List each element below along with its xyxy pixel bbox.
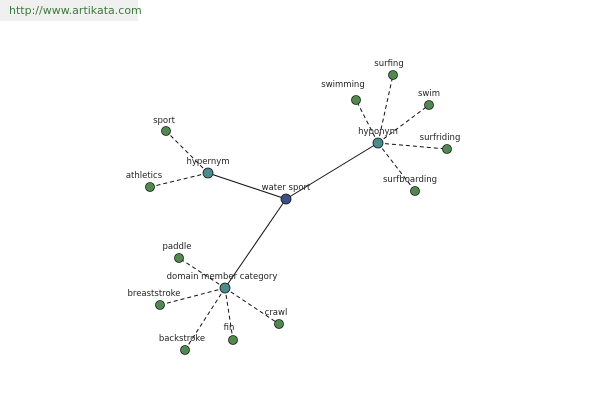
node-label-hypernym[interactable]: hypernym: [186, 157, 229, 167]
node-marker-surfboarding[interactable]: [410, 186, 420, 196]
node-marker-swimming[interactable]: [351, 95, 361, 105]
node-layer: water sport hypernym hyponym domain member …: [126, 59, 461, 355]
node-label-backstroke[interactable]: backstroke: [159, 334, 205, 344]
node-marker-surfriding[interactable]: [442, 144, 452, 154]
node-marker-surfing[interactable]: [388, 70, 398, 80]
node-hyponym[interactable]: hyponym: [358, 127, 398, 149]
node-label-domain-member-category[interactable]: domain member category: [167, 272, 278, 282]
node-label-swimming[interactable]: swimming: [321, 80, 364, 90]
edge-hyponym-swimming: [355, 99, 379, 144]
edge-hyponym-swim: [377, 104, 430, 144]
node-sport[interactable]: sport: [153, 116, 176, 136]
node-surfriding[interactable]: surfriding: [420, 133, 461, 154]
node-fin[interactable]: fin: [224, 323, 238, 345]
node-marker-domain-member-category[interactable]: [219, 282, 231, 294]
edge-hypernym-sport: [165, 130, 209, 174]
node-marker-swim[interactable]: [424, 100, 434, 110]
node-marker-athletics[interactable]: [145, 182, 155, 192]
node-label-surfriding[interactable]: surfriding: [420, 133, 461, 143]
edge-water-sport-hypernym: [207, 172, 287, 200]
edge-domain-member-category-paddle: [178, 257, 226, 289]
node-label-sport[interactable]: sport: [153, 116, 176, 126]
edge-water-sport-hyponym: [285, 142, 379, 200]
edge-water-sport-domain-member-category: [224, 198, 287, 289]
node-label-swim[interactable]: swim: [418, 89, 440, 99]
node-label-paddle[interactable]: paddle: [163, 242, 192, 252]
node-marker-sport[interactable]: [161, 126, 171, 136]
node-domain-member-category[interactable]: domain member category: [167, 272, 278, 294]
node-label-crawl[interactable]: crawl: [265, 308, 288, 318]
edge-domain-member-category-fin: [224, 287, 234, 341]
node-crawl[interactable]: crawl: [265, 308, 288, 329]
node-marker-hypernym[interactable]: [202, 167, 214, 179]
edge-hyponym-surfriding: [377, 142, 448, 150]
node-label-water-sport[interactable]: water sport: [262, 183, 311, 193]
node-athletics[interactable]: athletics: [126, 171, 163, 192]
node-label-surfing[interactable]: surfing: [374, 59, 403, 69]
node-label-surfboarding[interactable]: surfboarding: [383, 175, 437, 185]
node-marker-fin[interactable]: [228, 335, 238, 345]
node-label-hyponym[interactable]: hyponym: [358, 127, 398, 137]
node-breaststroke[interactable]: breaststroke: [127, 289, 181, 310]
node-surfboarding[interactable]: surfboarding: [383, 175, 437, 196]
edge-domain-member-category-crawl: [224, 287, 280, 325]
node-swim[interactable]: swim: [418, 89, 440, 110]
node-label-fin[interactable]: fin: [224, 323, 235, 333]
node-marker-hyponym[interactable]: [372, 137, 384, 149]
edge-hyponym-surfing: [377, 74, 394, 144]
edge-domain-member-category-backstroke: [184, 287, 226, 351]
edge-hyponym-surfboarding: [377, 142, 416, 192]
edge-layer: [149, 74, 448, 351]
node-surfing[interactable]: surfing: [374, 59, 404, 80]
site-url[interactable]: http://www.artikata.com: [9, 4, 142, 17]
node-marker-paddle[interactable]: [174, 253, 184, 263]
node-label-athletics[interactable]: athletics: [126, 171, 163, 181]
node-water-sport[interactable]: water sport: [262, 183, 311, 205]
node-marker-water-sport[interactable]: [280, 193, 292, 205]
node-marker-crawl[interactable]: [274, 319, 284, 329]
node-marker-backstroke[interactable]: [180, 345, 190, 355]
node-hypernym[interactable]: hypernym: [186, 157, 230, 179]
node-label-breaststroke[interactable]: breaststroke: [127, 289, 180, 299]
url-banner: http://www.artikata.com: [0, 0, 142, 21]
node-swimming[interactable]: swimming: [321, 80, 365, 105]
edge-hypernym-athletics: [149, 172, 209, 188]
node-backstroke[interactable]: backstroke: [159, 334, 205, 355]
node-marker-breaststroke[interactable]: [155, 300, 165, 310]
node-paddle[interactable]: paddle: [163, 242, 192, 263]
